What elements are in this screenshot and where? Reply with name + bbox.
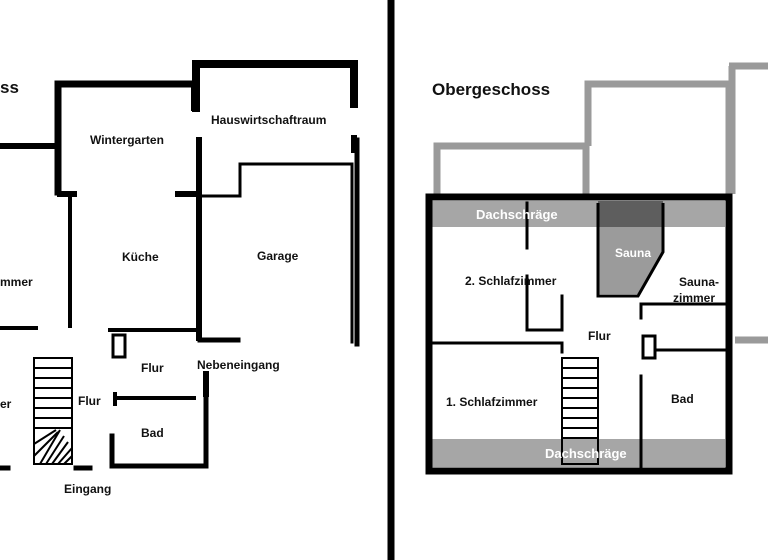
- room-label-garage: Garage: [257, 249, 299, 263]
- roof-slope-band-bottom: [431, 439, 725, 467]
- room-label-kueche: Küche: [122, 250, 159, 264]
- outline-segment: [433, 142, 590, 194]
- wall: [596, 203, 665, 298]
- room-label-bad-ground: Bad: [141, 426, 164, 440]
- door-post: [111, 333, 127, 359]
- ground-floor-plan: [0, 60, 360, 471]
- stair-step: [33, 429, 57, 445]
- room-label-flur-upper: Flur: [141, 361, 164, 375]
- roof-slope-band-top: [431, 201, 725, 227]
- wall: [199, 162, 354, 344]
- staircase-ground-floor: [33, 357, 73, 465]
- room-label-saunazimmer-line1: Sauna-: [679, 275, 719, 289]
- room-label-saunazimmer-line2: zimmer: [673, 291, 715, 305]
- ground-floor-labels: ss Wintergarten Hauswirtschaftraum Küche…: [0, 78, 326, 496]
- room-label-nebeneingang: Nebeneingang: [197, 358, 280, 372]
- room-label-flur-upper-floor: Flur: [588, 329, 611, 343]
- sauna-dark-area: [598, 201, 663, 227]
- stair-step: [39, 429, 61, 465]
- wall: [54, 80, 198, 196]
- stair-step: [33, 431, 59, 457]
- outer-wall: [425, 193, 733, 475]
- room-label-dachschraege-bottom: Dachschräge: [545, 446, 627, 461]
- room-label-sauna: Sauna: [615, 246, 651, 260]
- floor-title-obergeschoss: Obergeschoss: [432, 80, 550, 99]
- wall: [192, 60, 358, 112]
- room-label-schlafzimmer-2: 2. Schlafzimmer: [465, 274, 557, 288]
- room-label-dachschraege-top: Dachschräge: [476, 207, 558, 222]
- room-label-hauswirtschaftraum: Hauswirtschaftraum: [211, 113, 326, 127]
- ground-floor-outline-below: [433, 62, 768, 344]
- staircase-outline: [33, 357, 73, 465]
- room-label-er-fragment: er: [0, 397, 12, 411]
- room-label-zimmer-fragment: mmer: [0, 275, 33, 289]
- room-label-flur-lower: Flur: [78, 394, 101, 408]
- room-label-eingang: Eingang: [64, 482, 111, 496]
- staircase-upper-floor: [561, 357, 599, 465]
- upper-floor-labels: Obergeschoss Dachschräge Sauna 2. Schlaf…: [432, 80, 719, 461]
- upper-floor-plan: [425, 193, 733, 475]
- stair-step: [45, 435, 65, 465]
- wall: [109, 391, 209, 469]
- room-label-wintergarten: Wintergarten: [90, 133, 164, 147]
- room-label-bad-upper: Bad: [671, 392, 694, 406]
- stair-step: [63, 455, 73, 465]
- staircase-outline: [561, 357, 599, 465]
- stair-step: [51, 441, 69, 465]
- stair-step: [57, 447, 73, 465]
- room-label-schlafzimmer-1: 1. Schlafzimmer: [446, 395, 538, 409]
- floor-title-fragment: ss: [0, 78, 19, 97]
- outline-segment: [584, 80, 733, 194]
- door-post: [641, 334, 657, 360]
